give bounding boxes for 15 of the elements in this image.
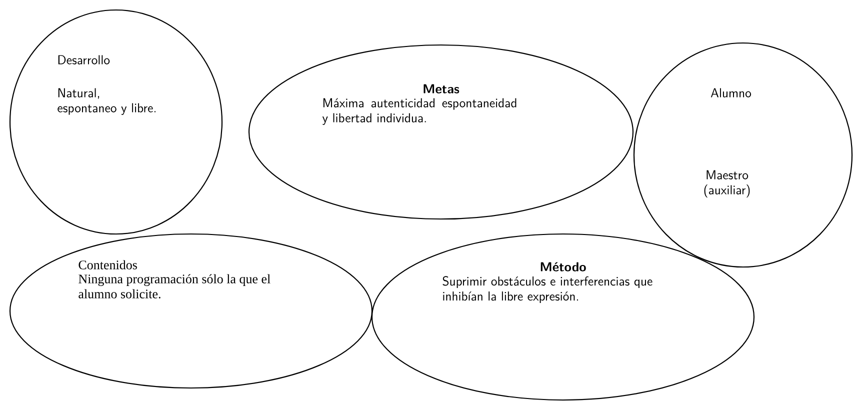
ellipse: [633, 42, 853, 268]
body-text: Máxima autenticidad espontaneidad y libertad individua.: [322, 98, 516, 125]
ellipse: [248, 44, 634, 220]
body-text: Natural, espontaneo y libre.: [58, 88, 156, 115]
heading: Metas: [424, 84, 460, 94]
heading: Alumno: [710, 88, 752, 98]
body-text: Suprimir obstáculos e interferencias que inhibían la libre expresión.: [442, 276, 652, 303]
heading: Desarrollo: [58, 55, 110, 64]
ellipse: [9, 9, 223, 235]
body-text: Ninguna programación sólo la que el alumno solicite.: [78, 274, 270, 298]
ellipse: [9, 233, 373, 389]
heading: Contenidos: [78, 260, 137, 270]
heading: Método: [540, 262, 586, 272]
ellipse: [371, 233, 755, 401]
body-text: Maestro (auxiliar): [704, 170, 750, 198]
